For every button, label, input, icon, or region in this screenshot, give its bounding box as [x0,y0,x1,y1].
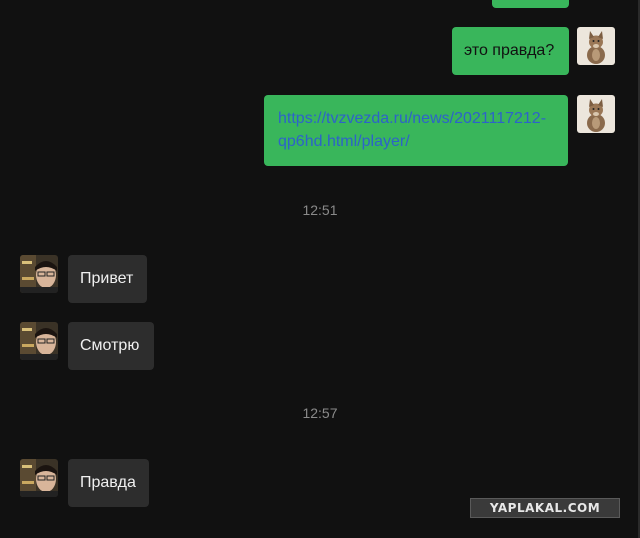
cat-avatar[interactable] [577,95,615,133]
message-link[interactable]: https://tvzvezda.ru/news/2021117212-qp6h… [278,110,547,150]
timestamp: 12:51 [302,202,338,218]
message-text: Смотрю [80,337,140,354]
person-avatar[interactable] [20,459,58,497]
timestamp: 12:57 [302,405,338,421]
message-text: это правда? [464,42,555,59]
message-bubble-incoming[interactable]: Привет [68,255,147,303]
message-bubble-incoming[interactable]: Правда [68,459,149,507]
message-text: Правда [80,474,136,491]
window-edge [638,0,640,538]
cat-avatar[interactable] [577,27,615,65]
watermark-logo: YAPLAKAL.COM [470,498,620,518]
message-bubble-outgoing[interactable]: это правда? [452,27,569,75]
message-text: Привет [80,270,134,287]
person-avatar[interactable] [20,322,58,360]
message-bubble-outgoing-link[interactable]: https://tvzvezda.ru/news/2021117212-qp6h… [264,95,568,166]
person-avatar[interactable] [20,255,58,293]
message-bubble-incoming[interactable]: Смотрю [68,322,154,370]
message-bubble-partial[interactable] [492,0,569,8]
